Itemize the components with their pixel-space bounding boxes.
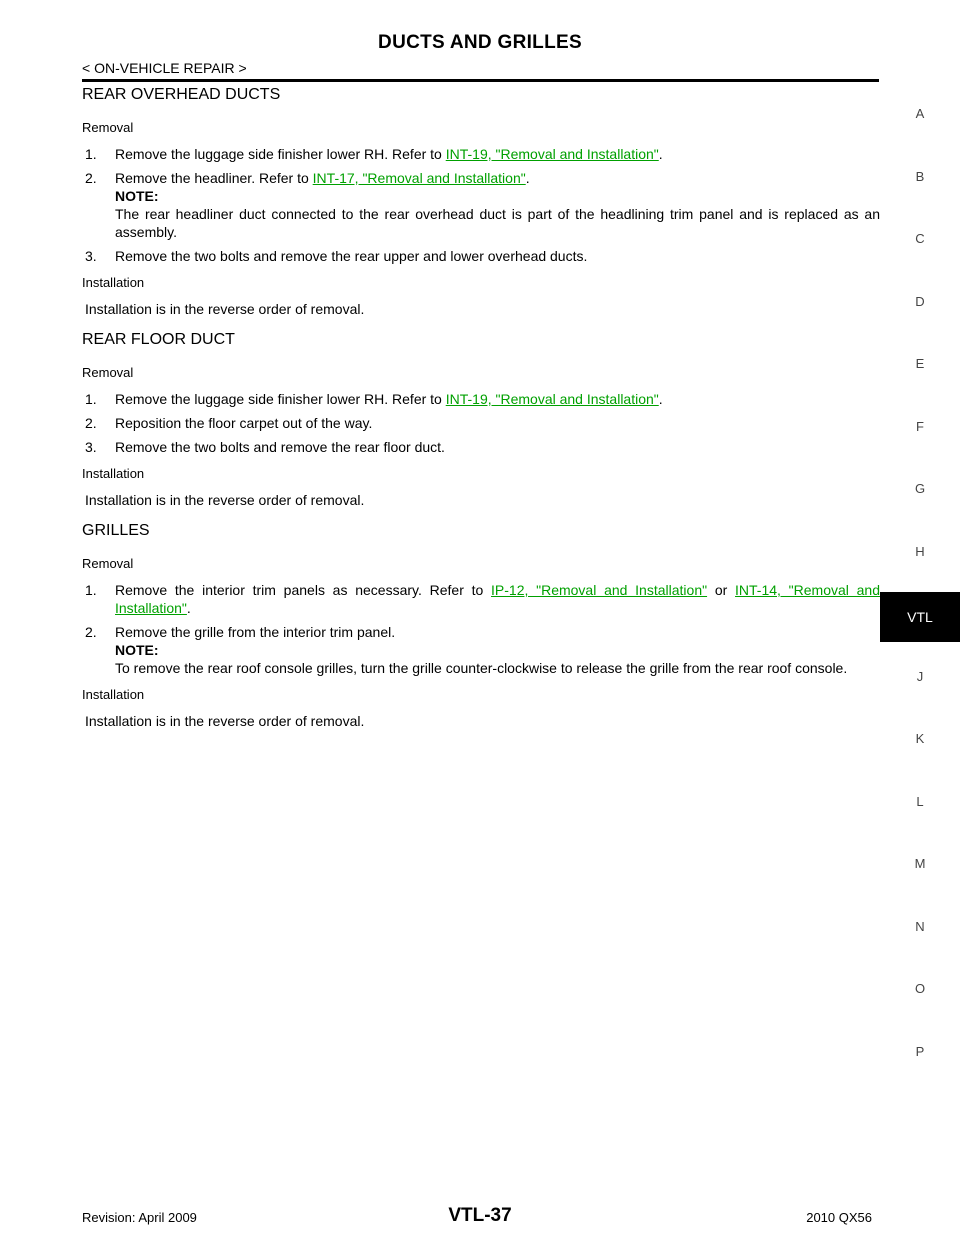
installation-text: Installation is in the reverse order of …: [85, 301, 365, 317]
installation-heading: Installation: [82, 466, 145, 481]
header-divider: [82, 79, 879, 82]
removal-heading: Removal: [82, 365, 134, 380]
step-item: 1. Remove the luggage side finisher lowe…: [82, 390, 880, 408]
note-text: To remove the rear roof console grilles,…: [115, 660, 848, 676]
step-text: Remove the luggage side finisher lower R…: [115, 391, 446, 407]
section-grilles: GRILLES Removal 1. Remove the interior t…: [82, 521, 880, 730]
step-text: Reposition the floor carpet out of the w…: [115, 415, 373, 431]
index-tab-a[interactable]: A: [915, 106, 925, 121]
index-tab-p[interactable]: P: [915, 1043, 925, 1059]
step-item: 3. Remove the two bolts and remove the r…: [82, 438, 880, 456]
step-text: Remove the grille from the interior trim…: [115, 624, 396, 640]
step-item: 1. Remove the luggage side finisher lowe…: [82, 145, 880, 163]
document-body: REAR OVERHEAD DUCTS Removal 1. Remove th…: [82, 85, 880, 742]
step-number: 1.: [85, 146, 97, 162]
index-tab-g[interactable]: G: [914, 481, 926, 496]
index-tab-vtl[interactable]: VTL: [880, 592, 960, 642]
step-item: 2. Reposition the floor carpet out of th…: [82, 414, 880, 432]
model-label: 2010 QX56: [806, 1210, 872, 1225]
conjunction-text: or: [707, 582, 736, 598]
note-label: NOTE:: [115, 642, 159, 658]
step-item: 2. Remove the grille from the interior t…: [82, 623, 880, 677]
note-label: NOTE:: [115, 188, 159, 204]
section-rear-overhead-ducts: REAR OVERHEAD DUCTS Removal 1. Remove th…: [82, 85, 880, 318]
section-breadcrumb: < ON-VEHICLE REPAIR >: [82, 60, 247, 76]
removal-heading: Removal: [82, 120, 134, 135]
index-tab-m[interactable]: M: [914, 856, 926, 871]
index-tab-l[interactable]: L: [916, 793, 924, 809]
section-rear-floor-duct: REAR FLOOR DUCT Removal 1. Remove the lu…: [82, 330, 880, 509]
reference-link[interactable]: INT-14, "Removal and Installation": [115, 582, 880, 616]
index-tab-o[interactable]: O: [914, 981, 926, 996]
index-tab-k[interactable]: K: [915, 731, 925, 746]
removal-heading: Removal: [82, 556, 134, 571]
step-text: Remove the two bolts and remove the rear…: [115, 248, 588, 264]
section-heading: REAR OVERHEAD DUCTS: [82, 86, 281, 103]
reference-link[interactable]: INT-19, "Removal and Installation": [445, 146, 659, 162]
period: .: [525, 170, 530, 186]
index-tab-h[interactable]: H: [915, 543, 925, 559]
step-text: Remove the interior trim panels as neces…: [115, 582, 492, 598]
step-number: 2.: [85, 415, 97, 431]
period: .: [658, 146, 663, 162]
reference-link[interactable]: INT-19, "Removal and Installation": [445, 391, 659, 407]
index-tab-f[interactable]: F: [916, 418, 924, 434]
step-text: Remove the headliner. Refer to: [115, 170, 313, 186]
step-item: 1. Remove the interior trim panels as ne…: [82, 581, 880, 617]
index-tab-d[interactable]: D: [915, 293, 925, 309]
step-item: 2. Remove the headliner. Refer to INT-17…: [82, 169, 880, 241]
section-heading: REAR FLOOR DUCT: [82, 331, 235, 348]
note-text: The rear headliner duct connected to the…: [115, 206, 880, 240]
step-number: 3.: [85, 248, 97, 264]
installation-text: Installation is in the reverse order of …: [85, 713, 365, 729]
index-tab-n[interactable]: N: [915, 918, 925, 934]
index-tab-c[interactable]: C: [915, 231, 925, 246]
installation-text: Installation is in the reverse order of …: [85, 492, 365, 508]
period: .: [658, 391, 663, 407]
installation-heading: Installation: [82, 687, 145, 702]
step-text: Remove the two bolts and remove the rear…: [115, 439, 445, 455]
reference-link[interactable]: IP-12, "Removal and Installation": [491, 582, 708, 598]
step-number: 2.: [85, 170, 97, 186]
removal-steps: 1. Remove the luggage side finisher lowe…: [82, 145, 880, 265]
page-title: DUCTS AND GRILLES: [378, 32, 582, 53]
removal-steps: 1. Remove the interior trim panels as ne…: [82, 581, 880, 677]
period: .: [186, 600, 191, 616]
index-tab-j[interactable]: J: [916, 668, 924, 684]
step-item: 3. Remove the two bolts and remove the r…: [82, 247, 880, 265]
page-number: VTL-37: [448, 1205, 512, 1226]
removal-steps: 1. Remove the luggage side finisher lowe…: [82, 390, 880, 456]
section-heading: GRILLES: [82, 522, 150, 539]
reference-link[interactable]: INT-17, "Removal and Installation": [312, 170, 526, 186]
index-tab-e[interactable]: E: [915, 356, 925, 371]
step-number: 2.: [85, 624, 97, 640]
installation-heading: Installation: [82, 275, 145, 290]
step-number: 3.: [85, 439, 97, 455]
step-number: 1.: [85, 582, 97, 598]
section-index-tabs: A B C D E F G H VTL J K L M N O P: [880, 0, 960, 1242]
revision-label: Revision: April 2009: [82, 1210, 197, 1225]
step-number: 1.: [85, 391, 97, 407]
step-text: Remove the luggage side finisher lower R…: [115, 146, 446, 162]
index-tab-b[interactable]: B: [915, 168, 925, 184]
